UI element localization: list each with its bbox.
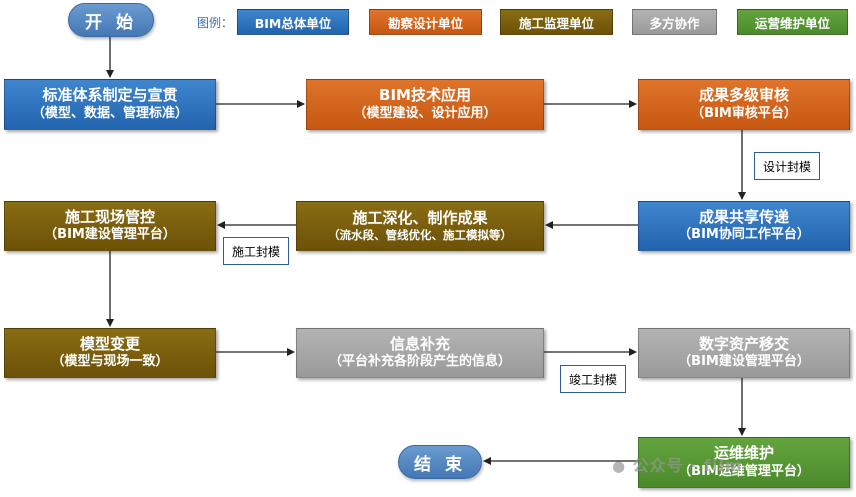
node-share-sub: （BIM协同工作平台） <box>678 227 810 243</box>
node-supplement: 信息补充 （平台补充各阶段产生的信息） <box>296 328 544 378</box>
node-site-sub: （BIM建设管理平台） <box>44 227 176 243</box>
watermark: ● 公众号 · film <box>612 452 743 476</box>
node-handover-title: 数字资产移交 <box>698 334 789 353</box>
note-completion-seal: 竣工封模 <box>560 365 626 393</box>
node-bim-app-title: BIM技术应用 <box>379 86 471 105</box>
node-deepen-title: 施工深化、制作成果 <box>352 208 488 227</box>
node-deepen: 施工深化、制作成果 （流水段、管线优化、施工模拟等） <box>296 201 544 251</box>
node-share-title: 成果共享传递 <box>698 207 789 226</box>
wechat-icon: ● <box>612 457 627 475</box>
note-construction-seal: 施工封模 <box>223 237 289 265</box>
node-change-title: 模型变更 <box>79 334 140 353</box>
watermark-text: 公众号 · film <box>632 456 743 475</box>
node-om: 运维维护 （BIM运维管理平台） <box>638 437 850 488</box>
node-standards: 标准体系制定与宣贯 （模型、数据、管理标准） <box>4 79 216 130</box>
node-bim-app-sub: （模型建设、设计应用） <box>353 105 497 121</box>
node-handover-sub: （BIM建设管理平台） <box>678 354 810 370</box>
node-handover: 数字资产移交 （BIM建设管理平台） <box>638 328 850 378</box>
node-change-sub: （模型与现场一致） <box>51 354 169 370</box>
note-design-seal: 设计封模 <box>754 152 820 180</box>
node-om-title: 运维维护 <box>713 444 774 463</box>
node-change: 模型变更 （模型与现场一致） <box>4 328 216 378</box>
node-supplement-sub: （平台补充各阶段产生的信息） <box>328 354 511 370</box>
node-site: 施工现场管控 （BIM建设管理平台） <box>4 201 216 251</box>
legend-item-om: 运营维护单位 <box>737 9 848 35</box>
node-site-title: 施工现场管控 <box>64 207 155 226</box>
legend-item-multi-party: 多方协作 <box>632 9 717 35</box>
node-review-title: 成果多级审核 <box>698 86 789 105</box>
node-standards-sub: （模型、数据、管理标准） <box>31 105 188 121</box>
node-review-sub: （BIM审核平台） <box>691 105 797 121</box>
node-om-sub: （BIM运维管理平台） <box>678 463 810 479</box>
legend-item-bim-general: BIM总体单位 <box>237 9 349 35</box>
node-deepen-sub: （流水段、管线优化、施工模拟等） <box>328 228 512 243</box>
end-node: 结 束 <box>398 445 482 479</box>
node-bim-app: BIM技术应用 （模型建设、设计应用） <box>306 79 544 130</box>
node-standards-title: 标准体系制定与宣贯 <box>42 86 178 105</box>
node-share: 成果共享传递 （BIM协同工作平台） <box>638 201 850 251</box>
legend-item-survey-design: 勘察设计单位 <box>369 9 482 35</box>
legend-item-construction-supervision: 施工监理单位 <box>500 9 613 35</box>
node-review: 成果多级审核 （BIM审核平台） <box>638 79 850 130</box>
node-supplement-title: 信息补充 <box>389 334 450 353</box>
legend-title: 图例： <box>197 16 234 30</box>
start-node: 开 始 <box>68 3 154 37</box>
